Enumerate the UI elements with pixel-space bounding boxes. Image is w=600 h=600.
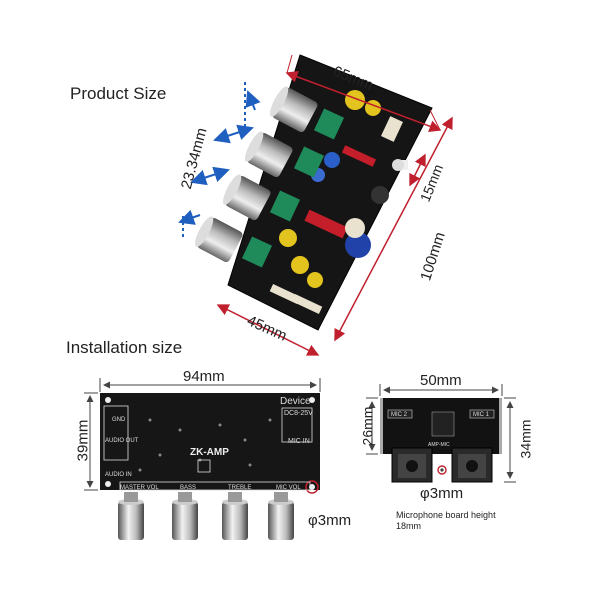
mic-silk-mic2: MIC 2	[391, 412, 408, 418]
main-silk-device: Device	[280, 396, 311, 407]
dim-mic-width: 50mm	[420, 372, 462, 389]
main-silk-audio-out: AUDIO OUT	[105, 438, 139, 444]
main-silk-audio-in: AUDIO IN	[105, 472, 132, 478]
dim-mic-height-right: 34mm	[517, 419, 534, 459]
product-size-heading: Product Size	[70, 84, 167, 103]
mic-dimension-lines	[366, 384, 516, 483]
main-silk-brand: ZK-AMP	[190, 447, 229, 458]
main-silk-mic-vol: MIC VOL	[276, 485, 301, 491]
dim-mic-height-left: 26mm	[359, 406, 376, 446]
dim-mic-hole: φ3mm	[420, 485, 464, 502]
product-dimension-arrows	[216, 54, 453, 356]
main-silk-treble: TREBLE	[228, 485, 252, 491]
main-silk-bass: BASS	[180, 485, 197, 491]
product-knobs	[194, 86, 318, 263]
mic-silk-mic1: MIC 1	[473, 412, 490, 418]
main-silk-mic-in: MIC IN	[288, 438, 310, 445]
main-hole-marker	[305, 480, 319, 494]
mic-jacks	[391, 447, 493, 483]
main-pcb	[100, 393, 320, 490]
dim-main-width: 94mm	[183, 368, 225, 385]
main-knobs	[118, 492, 294, 540]
main-dimension-lines	[84, 378, 321, 491]
knob-spacing-arrows	[178, 82, 261, 240]
installation-size-heading: Installation size	[66, 338, 183, 357]
mic-hole-marker	[437, 465, 447, 475]
mic-note-line2: 18mm	[396, 521, 422, 531]
main-silk-master-vol: MASTER VOL	[120, 485, 159, 491]
main-silk-power: DC8-25V	[284, 410, 313, 417]
mic-note-line1: Microphone board height	[396, 510, 496, 520]
mic-silk-amp: AMP-MIC	[428, 442, 450, 448]
dim-main-height: 39mm	[74, 419, 92, 462]
main-silk-gnd: GND	[112, 417, 126, 423]
dim-main-hole: φ3mm	[308, 512, 352, 529]
